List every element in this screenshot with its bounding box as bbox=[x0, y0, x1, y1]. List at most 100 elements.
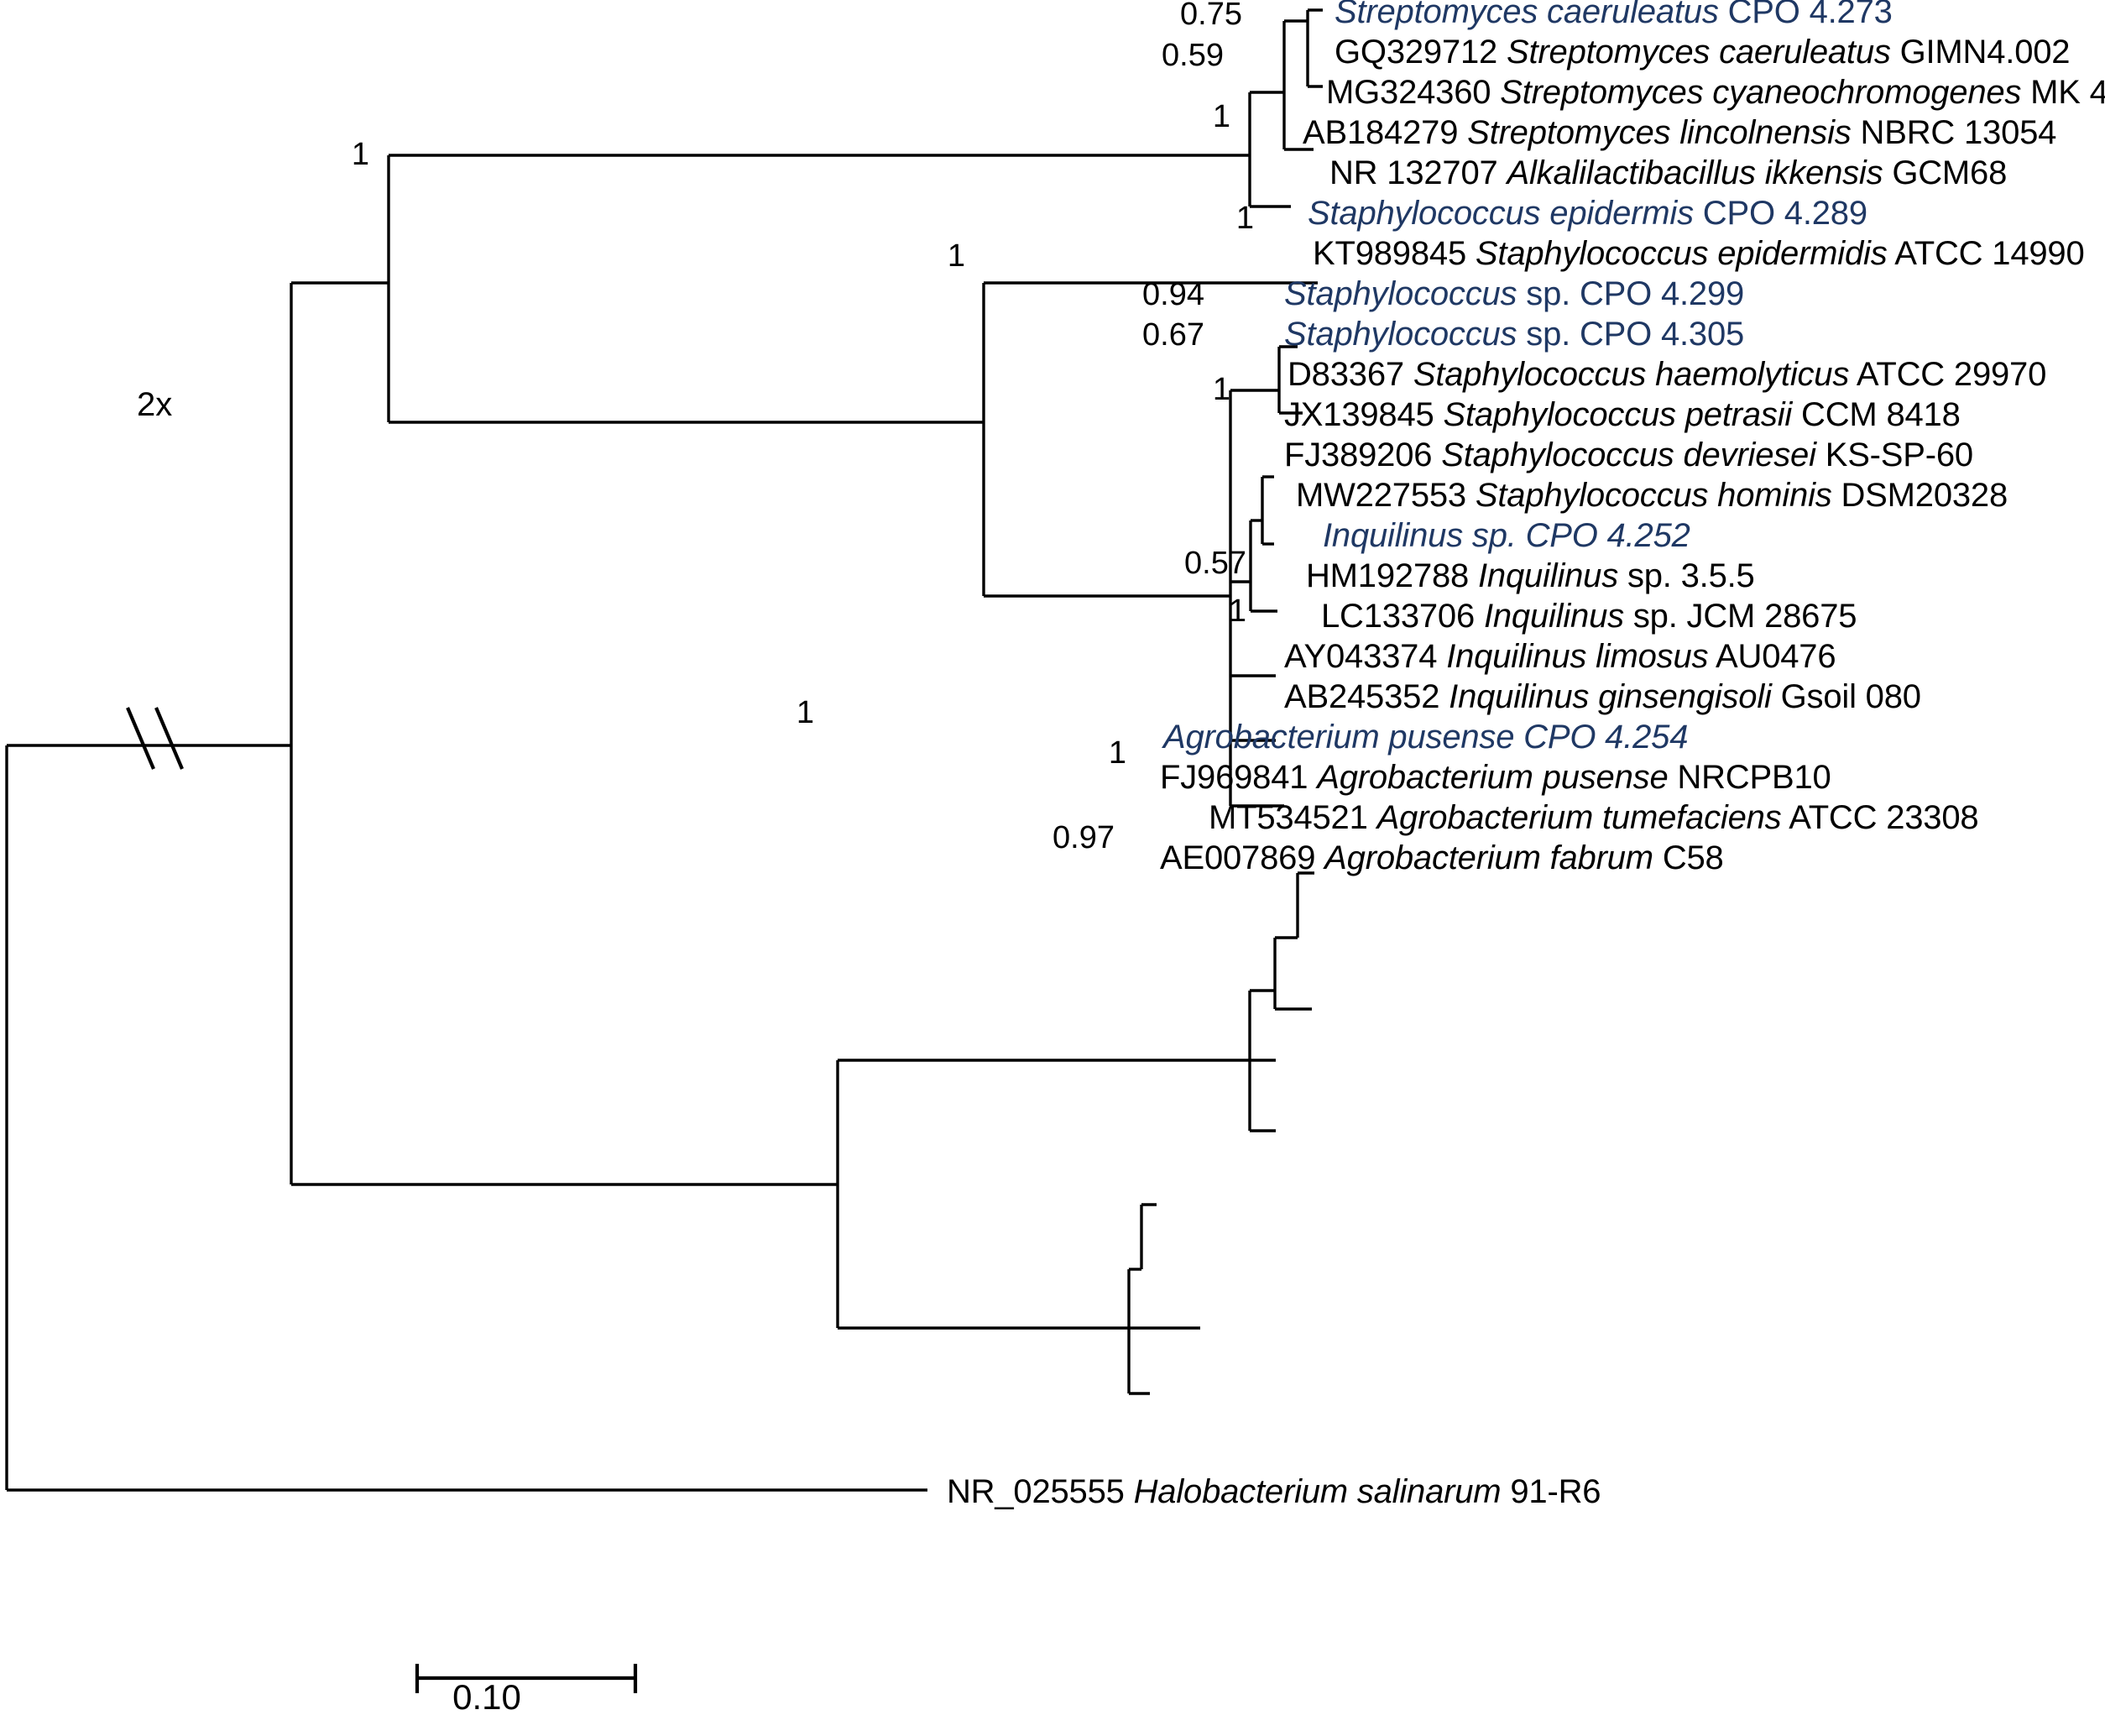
accession: AY043374 bbox=[1284, 638, 1438, 675]
support-value-epidermidis-node: 1 bbox=[1235, 201, 1254, 236]
accession: NR_025555 bbox=[947, 1473, 1125, 1510]
strain-name: CPO 4.289 bbox=[1702, 195, 1867, 232]
species-name: Staphylococcus hominis bbox=[1475, 477, 1832, 514]
accession: KT989845 bbox=[1313, 235, 1466, 272]
leaf-label-hm192788: HM192788 Inquilinus sp. 3.5.5 bbox=[1306, 559, 1755, 593]
support-value-staph-alkali-node: 1 bbox=[947, 238, 965, 274]
strain-name: NBRC 13054 bbox=[1860, 114, 2057, 151]
support-value-staph-crown-node: 1 bbox=[1212, 372, 1230, 407]
strain-name: 91-R6 bbox=[1510, 1473, 1601, 1510]
strain-name: sp. CPO 4.305 bbox=[1526, 316, 1745, 353]
leaf-label-agrobacterium-pusense-cpo-4254: Agrobacterium pusense CPO 4.254 bbox=[1163, 720, 1688, 754]
leaf-label-gq329712: GQ329712 Streptomyces caeruleatus GIMN4.… bbox=[1335, 34, 2071, 71]
accession: AB245352 bbox=[1284, 678, 1440, 715]
species-name: Agrobacterium pusense CPO 4.254 bbox=[1163, 719, 1689, 756]
leaf-label-staphylococcus-sp-cpo-4299: Staphylococcus sp. CPO 4.299 bbox=[1284, 277, 1744, 311]
strain-name: AU0476 bbox=[1716, 638, 1836, 675]
species-name: Staphylococcus haemolyticus bbox=[1413, 356, 1850, 393]
species-name: Staphylococcus bbox=[1284, 275, 1517, 312]
support-value-agrobacterium-pusense-node: 1 bbox=[1108, 735, 1126, 771]
species-name: Agrobacterium fabrum bbox=[1324, 839, 1653, 876]
leaf-label-mw227553: MW227553 Staphylococcus hominis DSM20328 bbox=[1296, 478, 2008, 512]
branch-break-label: 2x bbox=[137, 386, 173, 423]
leaf-label-inquilinus-sp-cpo-4252: Inquilinus sp. CPO 4.252 bbox=[1323, 519, 1690, 552]
leaf-label-nr132707: NR 132707 Alkalilactibacillus ikkensis G… bbox=[1329, 156, 2007, 190]
strain-name: CPO 4.273 bbox=[1727, 0, 1893, 30]
strain-name: NRCPB10 bbox=[1677, 759, 1831, 796]
strain-name: sp. JCM 28675 bbox=[1632, 598, 1857, 635]
strain-name: GIMN4.002 bbox=[1899, 34, 2071, 71]
support-value-0.57: 0.57 bbox=[1184, 546, 1246, 581]
leaf-label-nr025555: NR_025555 Halobacterium salinarum 91-R6 bbox=[947, 1475, 1601, 1509]
species-name: Alkalilactibacillus ikkensis bbox=[1507, 154, 1883, 191]
accession: HM192788 bbox=[1306, 557, 1470, 594]
strain-name: C58 bbox=[1662, 839, 1724, 876]
species-name: Inquilinus sp. CPO 4.252 bbox=[1323, 517, 1690, 554]
leaf-label-fj969841: FJ969841 Agrobacterium pusense NRCPB10 bbox=[1160, 761, 1831, 794]
accession: FJ969841 bbox=[1160, 759, 1308, 796]
support-value-0.97: 0.97 bbox=[1052, 820, 1115, 855]
strain-name: KS-SP-60 bbox=[1825, 437, 1973, 473]
strain-name: GCM68 bbox=[1892, 154, 2008, 191]
species-name: Staphylococcus epidermis bbox=[1308, 195, 1694, 232]
scale-bar-graphic bbox=[415, 1664, 638, 1693]
leaf-label-ae007869: AE007869 Agrobacterium fabrum C58 bbox=[1160, 841, 1724, 875]
strain-name: ATCC 14990 bbox=[1894, 235, 2085, 272]
species-name: Staphylococcus devriesei bbox=[1441, 437, 1816, 473]
species-name: Staphylococcus epidermidis bbox=[1475, 235, 1888, 272]
strain-name: Gsoil 080 bbox=[1780, 678, 1921, 715]
strain-name: MK 45 bbox=[2030, 74, 2105, 111]
species-name: Streptomyces caeruleatus bbox=[1335, 0, 1719, 30]
strain-name: sp. 3.5.5 bbox=[1627, 557, 1755, 594]
accession: FJ389206 bbox=[1284, 437, 1433, 473]
support-value-0.94: 0.94 bbox=[1142, 277, 1204, 312]
species-name: Agrobacterium tumefaciens bbox=[1376, 799, 1782, 836]
support-value-inquilinus-node: 1 bbox=[1228, 593, 1246, 629]
strain-name: ATCC 29970 bbox=[1856, 356, 2047, 393]
leaf-label-mg324360: MG324360 Streptomyces cyaneochromogenes … bbox=[1326, 76, 2105, 109]
species-name: Inquilinus limosus bbox=[1446, 638, 1709, 675]
support-value-0.67: 0.67 bbox=[1142, 317, 1204, 353]
accession: GQ329712 bbox=[1335, 34, 1498, 71]
accession: AB184279 bbox=[1303, 114, 1459, 151]
leaf-label-jx139845: JX139845 Staphylococcus petrasii CCM 841… bbox=[1284, 398, 1961, 431]
species-name: Streptomyces caeruleatus bbox=[1507, 34, 1891, 71]
leaf-label-kt989845: KT989845 Staphylococcus epidermidis ATCC… bbox=[1313, 237, 2085, 270]
strain-name: DSM20328 bbox=[1841, 477, 2008, 514]
leaf-label-streptomyces-caeruleatus-cpo-4273: Streptomyces caeruleatus CPO 4.273 bbox=[1335, 0, 1893, 29]
accession: NR 132707 bbox=[1329, 154, 1498, 191]
leaf-label-ab184279: AB184279 Streptomyces lincolnensis NBRC … bbox=[1303, 116, 2056, 149]
species-name: Staphylococcus bbox=[1284, 316, 1517, 353]
scale-bar-label: 0.10 bbox=[452, 1677, 521, 1717]
species-name: Staphylococcus petrasii bbox=[1443, 396, 1793, 433]
species-name: Inquilinus ginsengisoli bbox=[1449, 678, 1772, 715]
tree-branches bbox=[5, 8, 1323, 1693]
leaf-label-mt534521: MT534521 Agrobacterium tumefaciens ATCC … bbox=[1209, 799, 1979, 836]
support-value-proteobacteria-node: 1 bbox=[796, 695, 814, 730]
leaf-label-d83367: D83367 Staphylococcus haemolyticus ATCC … bbox=[1288, 358, 2046, 391]
species-name: Inquilinus bbox=[1483, 598, 1624, 635]
accession: MW227553 bbox=[1296, 477, 1466, 514]
branch-break-icon bbox=[126, 707, 184, 770]
species-name: Halobacterium salinarum bbox=[1133, 1473, 1502, 1510]
accession: MT534521 bbox=[1209, 799, 1368, 836]
strain-name: ATCC 23308 bbox=[1789, 799, 1979, 836]
leaf-label-fj389206: FJ389206 Staphylococcus devriesei KS-SP-… bbox=[1284, 438, 1973, 472]
species-name: Inquilinus bbox=[1478, 557, 1619, 594]
species-name: Agrobacterium pusense bbox=[1317, 759, 1669, 796]
accession: AE007869 bbox=[1160, 839, 1316, 876]
leaf-label-ay043374: AY043374 Inquilinus limosus AU0476 bbox=[1284, 640, 1836, 673]
support-value-streptomyces-node: 1 bbox=[1212, 99, 1230, 134]
support-value-gram-positive-node: 1 bbox=[351, 137, 369, 172]
species-name: Streptomyces cyaneochromogenes bbox=[1500, 74, 2022, 111]
support-value-0.59: 0.59 bbox=[1162, 38, 1224, 73]
leaf-label-staphylococcus-epidermis-cpo-4289: Staphylococcus epidermis CPO 4.289 bbox=[1308, 196, 1867, 230]
species-name: Streptomyces lincolnensis bbox=[1467, 114, 1852, 151]
accession: LC133706 bbox=[1321, 598, 1476, 635]
strain-name: CCM 8418 bbox=[1801, 396, 1961, 433]
leaf-label-staphylococcus-sp-cpo-4305: Staphylococcus sp. CPO 4.305 bbox=[1284, 317, 1744, 351]
leaf-label-ab245352: AB245352 Inquilinus ginsengisoli Gsoil 0… bbox=[1284, 680, 1921, 714]
support-value-0.75: 0.75 bbox=[1180, 0, 1242, 32]
